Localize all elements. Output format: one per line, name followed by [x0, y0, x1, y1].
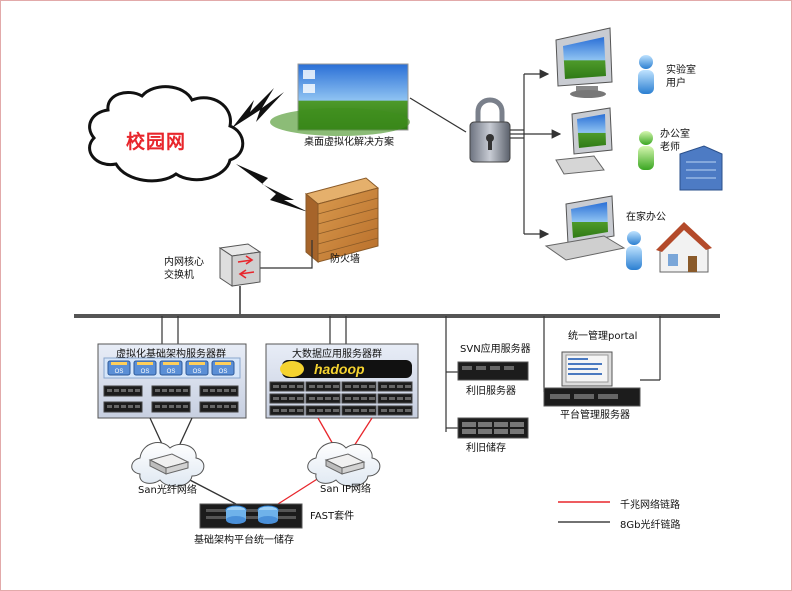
rack-server-icon — [305, 405, 341, 416]
reuse-server-label: 利旧服务器 — [466, 386, 516, 397]
rack-server-icon — [341, 393, 377, 404]
portal-label: 统一管理portal — [568, 331, 638, 342]
campus-network-label: 校园网 — [126, 131, 187, 153]
rack-server-icon — [269, 393, 305, 404]
rack-server-icon — [305, 381, 341, 392]
storage-label: 基础架构平台统一储存 — [194, 535, 294, 546]
san-fc-label: San光纤网络 — [138, 485, 197, 496]
mgmt-server-label: 平台管理服务器 — [560, 410, 630, 421]
campus-cloud-icon — [88, 85, 245, 183]
mgmt-server-icon — [543, 351, 641, 407]
hadoop-logo: hadoop — [280, 360, 412, 378]
person-icon — [638, 55, 654, 94]
legend-fiber-label: 8Gb光纤链路 — [620, 520, 681, 531]
firewall-label: 防火墙 — [330, 254, 360, 265]
fast-suite-label: FAST套件 — [310, 511, 355, 522]
building-icon — [679, 145, 723, 191]
legend-gigabit-label: 千兆网络链路 — [620, 500, 680, 511]
san-ip-label: San IP网络 — [320, 484, 371, 495]
rack-server-icon — [377, 393, 413, 404]
lightning-icon — [232, 88, 284, 128]
core-switch-label: 内网核心 交换机 — [164, 257, 204, 281]
link-line — [409, 97, 467, 133]
os-tiles: OS OS OS OS OS — [107, 360, 235, 376]
rack-server-icon — [269, 381, 305, 392]
person-icon — [638, 131, 654, 170]
os-tile: OS — [107, 360, 131, 376]
bigdata-cluster-title: 大数据应用服务器群 — [292, 349, 382, 360]
os-tile-label: OS — [141, 369, 150, 375]
rack-server-icon — [103, 385, 143, 397]
firewall-icon — [304, 177, 380, 264]
user-lab-label: 实验室 用户 — [666, 65, 696, 89]
os-tile-label: OS — [115, 369, 124, 375]
link-line — [260, 240, 313, 269]
os-tile: OS — [133, 360, 157, 376]
unified-storage-icon — [199, 503, 303, 529]
backbone-drops — [161, 316, 661, 432]
desktop-screenshot-icon — [270, 63, 410, 136]
virt-cluster-title: 虚拟化基础架构服务器群 — [116, 349, 226, 360]
desktop-solution-label: 桌面虚拟化解决方案 — [304, 137, 394, 148]
os-tile: OS — [185, 360, 209, 376]
office-monitor-icon — [555, 107, 613, 175]
user-links — [510, 69, 562, 239]
rack-server-icon — [151, 401, 191, 413]
os-tile: OS — [211, 360, 235, 376]
os-tile: OS — [159, 360, 183, 376]
san-ip-cloud-icon — [307, 442, 381, 487]
rack-server-icon — [305, 393, 341, 404]
san-fc-cloud-icon — [131, 442, 205, 487]
lightning-icon — [236, 164, 308, 212]
lock-icon — [469, 97, 511, 163]
os-tile-label: OS — [167, 369, 176, 375]
rack-server-icon — [103, 401, 143, 413]
rack-server-icon — [269, 405, 305, 416]
user-office-label: 办公室 老师 — [660, 129, 690, 153]
rack-server-icon — [377, 381, 413, 392]
reuse-storage-label: 利旧储存 — [466, 443, 506, 454]
os-tile-label: OS — [193, 369, 202, 375]
rack-server-icon — [199, 385, 239, 397]
svn-server-label: SVN应用服务器 — [460, 344, 531, 355]
lab-monitor-icon — [555, 27, 613, 98]
house-icon — [656, 222, 712, 273]
rack-server-icon — [341, 405, 377, 416]
os-tile-label: OS — [219, 369, 228, 375]
rack-server-icon — [377, 405, 413, 416]
rack-server-icon — [199, 401, 239, 413]
laptop-icon — [544, 195, 626, 261]
rack-server-icon — [151, 385, 191, 397]
san-links — [149, 417, 373, 505]
hadoop-logo-text: hadoop — [314, 361, 365, 377]
bigdata-servers — [269, 381, 413, 416]
rack-server-icon — [341, 381, 377, 392]
user-home-label: 在家办公 — [626, 212, 666, 223]
virt-servers — [103, 385, 239, 413]
core-switch-icon — [218, 243, 262, 287]
svn-server-icon — [457, 361, 529, 381]
reuse-storage-icon — [457, 417, 529, 439]
person-icon — [626, 231, 642, 270]
